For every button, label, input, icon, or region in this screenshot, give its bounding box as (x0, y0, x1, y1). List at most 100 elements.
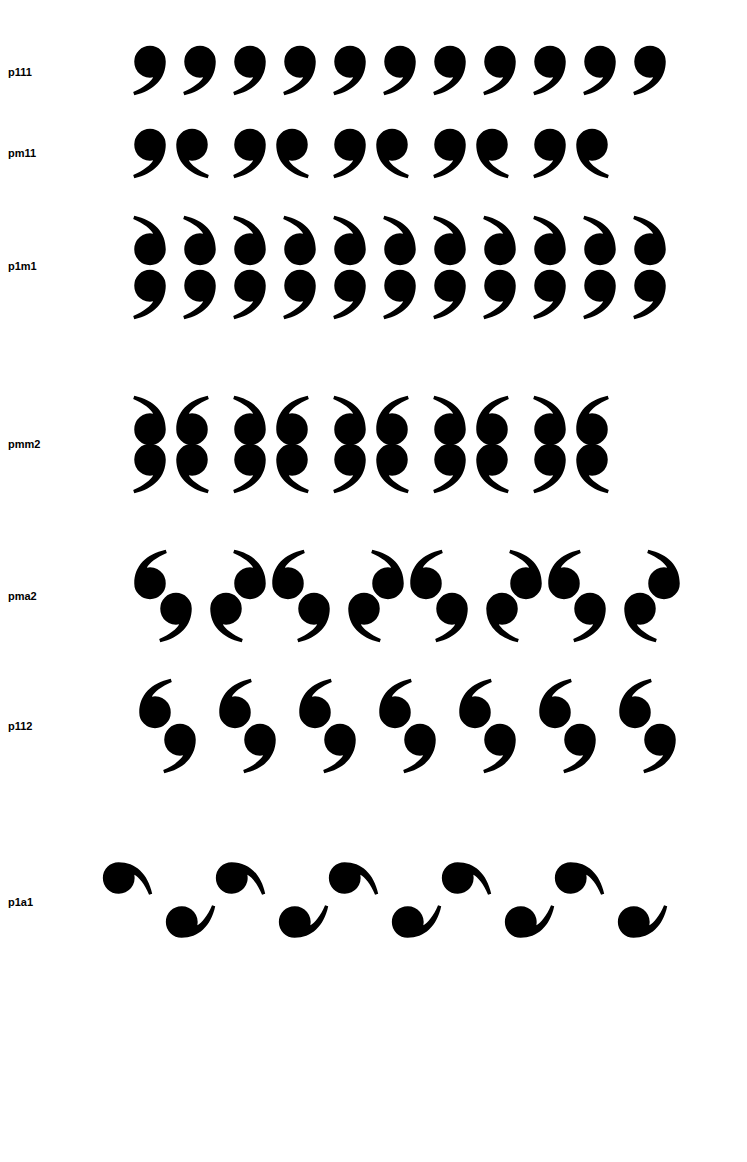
comma-motif (555, 862, 604, 895)
comma-motif (376, 396, 409, 445)
comma-motif (133, 444, 166, 493)
comma-motif (433, 444, 466, 493)
comma-motif (233, 270, 266, 319)
comma-motif (376, 444, 409, 493)
comma-motif (297, 593, 330, 642)
group-label: p1m1 (8, 261, 37, 272)
comma-motif (433, 129, 466, 178)
comma-motif (134, 550, 167, 599)
comma-motif (176, 396, 209, 445)
comma-motif (233, 396, 266, 445)
comma-motif (563, 724, 596, 773)
comma-motif (176, 129, 209, 178)
comma-motif (333, 270, 366, 319)
comma-motif (573, 593, 606, 642)
comma-motif (276, 396, 309, 445)
comma-motif (219, 679, 252, 728)
comma-motif (329, 862, 378, 895)
comma-motif (410, 550, 443, 599)
comma-motif (583, 216, 616, 265)
comma-motif (505, 905, 554, 938)
comma-motif (483, 270, 516, 319)
comma-motif (133, 46, 166, 95)
comma-motif (183, 270, 216, 319)
comma-motif (163, 724, 196, 773)
comma-motif (486, 593, 519, 642)
comma-motif (216, 862, 265, 895)
comma-motif (333, 444, 366, 493)
comma-motif (576, 396, 609, 445)
comma-motif (433, 216, 466, 265)
comma-motif (539, 679, 572, 728)
comma-motif (348, 593, 381, 642)
comma-motif (403, 724, 436, 773)
comma-motif (476, 444, 509, 493)
comma-motif (392, 905, 441, 938)
comma-motif (533, 444, 566, 493)
comma-motif (233, 216, 266, 265)
comma-motif (433, 270, 466, 319)
comma-motif (333, 216, 366, 265)
comma-motif (283, 46, 316, 95)
comma-motif (333, 396, 366, 445)
comma-motif (376, 129, 409, 178)
comma-motif (276, 444, 309, 493)
comma-motif (647, 550, 680, 599)
group-label: p112 (8, 721, 32, 732)
comma-motif (483, 216, 516, 265)
comma-motif (576, 444, 609, 493)
comma-motif (509, 550, 542, 599)
comma-motif (133, 129, 166, 178)
comma-motif (533, 270, 566, 319)
comma-motif (633, 46, 666, 95)
comma-motif (619, 679, 652, 728)
comma-motif (166, 905, 215, 938)
comma-motif (533, 129, 566, 178)
comma-motif (583, 270, 616, 319)
comma-motif (133, 216, 166, 265)
comma-motif (139, 679, 172, 728)
comma-motif (476, 396, 509, 445)
comma-motif (176, 444, 209, 493)
comma-motif (233, 550, 266, 599)
comma-motif (476, 129, 509, 178)
comma-motif (333, 46, 366, 95)
comma-motif (633, 270, 666, 319)
comma-motif (159, 593, 192, 642)
comma-motif (533, 46, 566, 95)
comma-motif (323, 724, 356, 773)
comma-motif (183, 46, 216, 95)
comma-motif (633, 216, 666, 265)
comma-motif (210, 593, 243, 642)
comma-motif (459, 679, 492, 728)
comma-motif (643, 724, 676, 773)
comma-motif (133, 396, 166, 445)
comma-motif (433, 396, 466, 445)
comma-motif (276, 129, 309, 178)
group-label: pm11 (8, 148, 36, 159)
comma-motif (233, 129, 266, 178)
comma-motif (379, 679, 412, 728)
comma-motif (283, 270, 316, 319)
group-label: pma2 (8, 591, 37, 602)
comma-motif (233, 444, 266, 493)
comma-motif (279, 905, 328, 938)
comma-motif (548, 550, 581, 599)
comma-motif (442, 862, 491, 895)
comma-motif (383, 270, 416, 319)
comma-motif (333, 129, 366, 178)
comma-motif (233, 46, 266, 95)
comma-motif (624, 593, 657, 642)
comma-motif (383, 216, 416, 265)
comma-motif (533, 216, 566, 265)
comma-motif (483, 724, 516, 773)
comma-motif (576, 129, 609, 178)
group-label: pmm2 (8, 439, 40, 450)
comma-motif (433, 46, 466, 95)
comma-motif (533, 396, 566, 445)
comma-motif (183, 216, 216, 265)
comma-motif (243, 724, 276, 773)
comma-motif (583, 46, 616, 95)
comma-motif (299, 679, 332, 728)
